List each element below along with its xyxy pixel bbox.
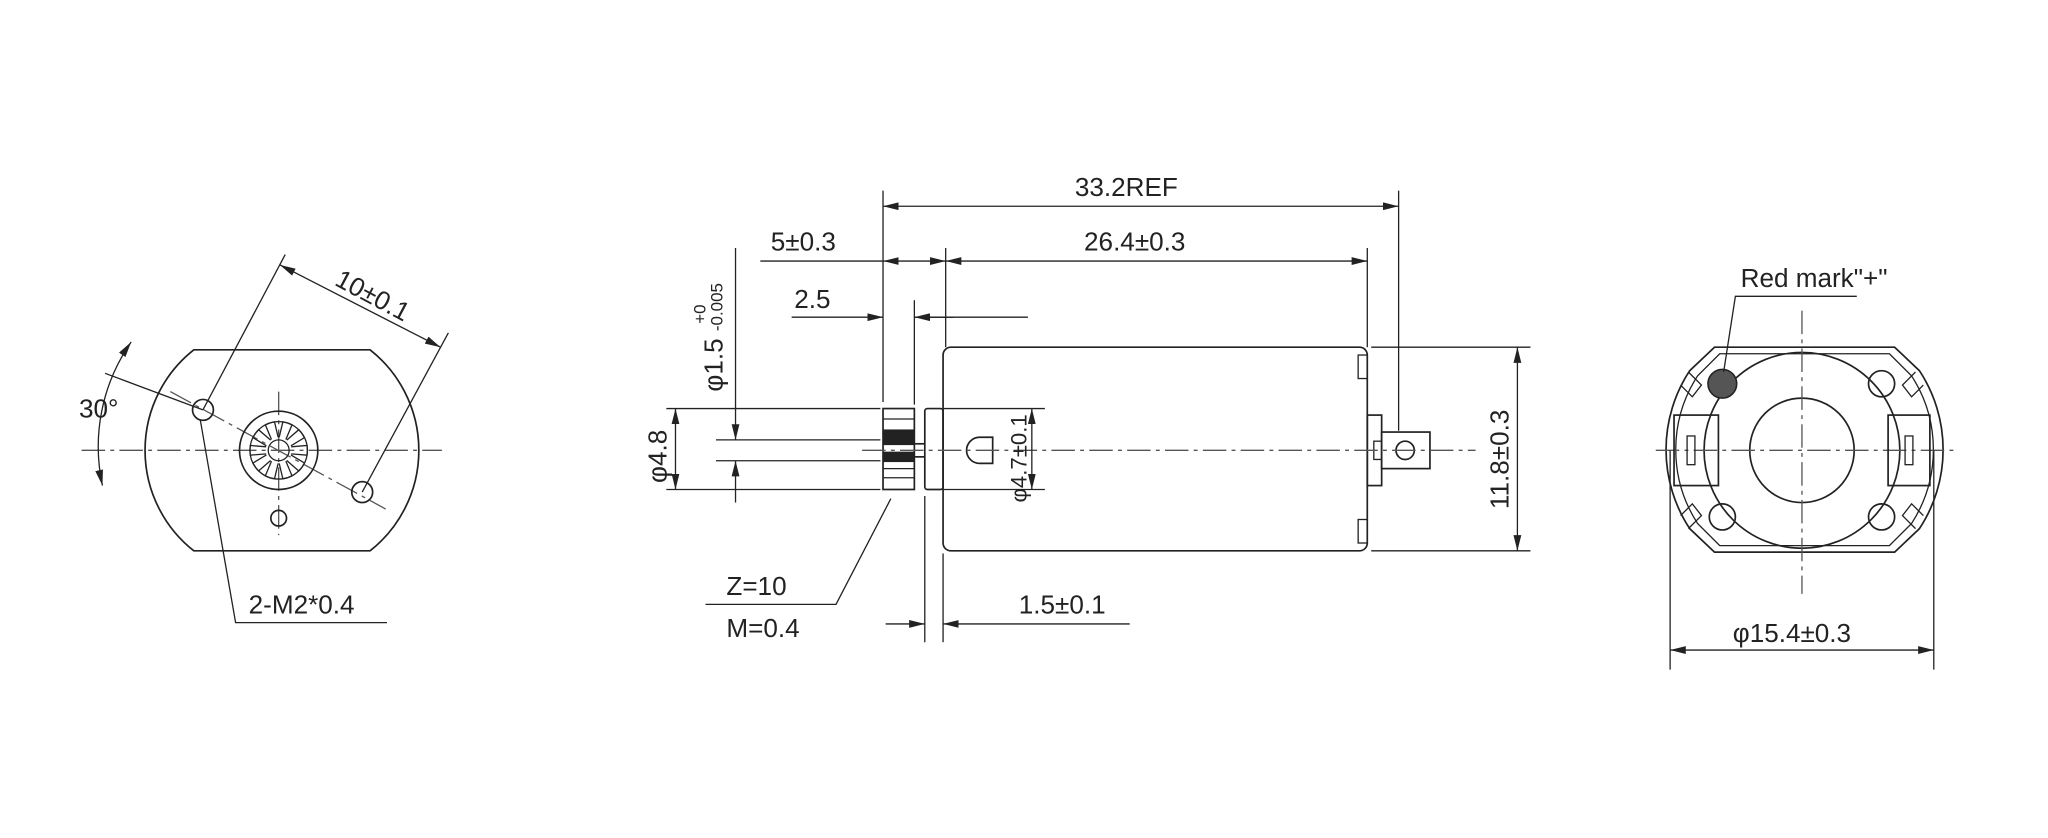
gear-tooth bbox=[286, 454, 306, 472]
shaft-diameter-dim: φ1.5 bbox=[698, 338, 728, 391]
gear-offset-dim: 2.5 bbox=[794, 284, 830, 314]
overall-length-dim: 33.2REF bbox=[1075, 172, 1178, 202]
body-height-dim: 11.8±0.3 bbox=[1484, 410, 1514, 509]
rear-view: Red mark"+" φ15.4±0.3 bbox=[1655, 263, 1956, 670]
shaft-upper-tol: +0 bbox=[691, 304, 710, 323]
terminal-right bbox=[1887, 414, 1931, 487]
pitch-dimension: 10±0.1 bbox=[331, 263, 415, 327]
gear-tooth bbox=[286, 428, 306, 447]
boss-diameter-dim: φ4.7±0.1 bbox=[1007, 414, 1032, 502]
red-mark-positive bbox=[1707, 368, 1738, 399]
terminal-left bbox=[1673, 414, 1720, 487]
gear-teeth-label: Z=10 bbox=[726, 571, 786, 601]
gear-diameter-dim: φ4.8 bbox=[642, 430, 672, 483]
gear-tooth bbox=[291, 444, 309, 456]
gear-module-label: M=0.4 bbox=[726, 613, 799, 643]
gear-tooth bbox=[252, 428, 272, 447]
pinion-gear-icon bbox=[238, 410, 319, 491]
red-mark-callout: Red mark"+" bbox=[1741, 263, 1888, 293]
side-view: φ4.8 φ1.5 -0.005 +0 φ4.7±0.1 33.2REF 26.… bbox=[642, 172, 1531, 643]
boss bbox=[923, 407, 944, 491]
front-view: 10±0.1 30° 2-M2*0.4 bbox=[79, 254, 449, 624]
svg-text:φ1.5 -0.005: φ1.5 -0.005 bbox=[698, 283, 728, 392]
mount-hole bbox=[191, 398, 215, 422]
gear-tooth bbox=[278, 421, 293, 440]
rear-housing-outline bbox=[1665, 346, 1944, 553]
gear-side-icon bbox=[882, 407, 916, 491]
mount-hole bbox=[350, 480, 374, 504]
gear-tooth bbox=[264, 460, 279, 480]
shaft-length-dim: 5±0.3 bbox=[771, 227, 836, 257]
gear-tooth bbox=[249, 444, 267, 456]
vent-hole bbox=[269, 509, 288, 527]
body-diameter-dim: φ15.4±0.3 bbox=[1733, 618, 1851, 648]
holes-callout: 2-M2*0.4 bbox=[249, 589, 355, 619]
boss-length-dim: 1.5±0.1 bbox=[1019, 589, 1106, 619]
gear-tooth bbox=[278, 460, 293, 480]
shaft-lower-tol: -0.005 bbox=[707, 283, 726, 331]
angle-dimension: 30° bbox=[79, 394, 118, 424]
body-length-dim: 26.4±0.3 bbox=[1084, 227, 1185, 257]
gear-tooth bbox=[264, 421, 279, 440]
gear-tooth bbox=[252, 454, 272, 472]
